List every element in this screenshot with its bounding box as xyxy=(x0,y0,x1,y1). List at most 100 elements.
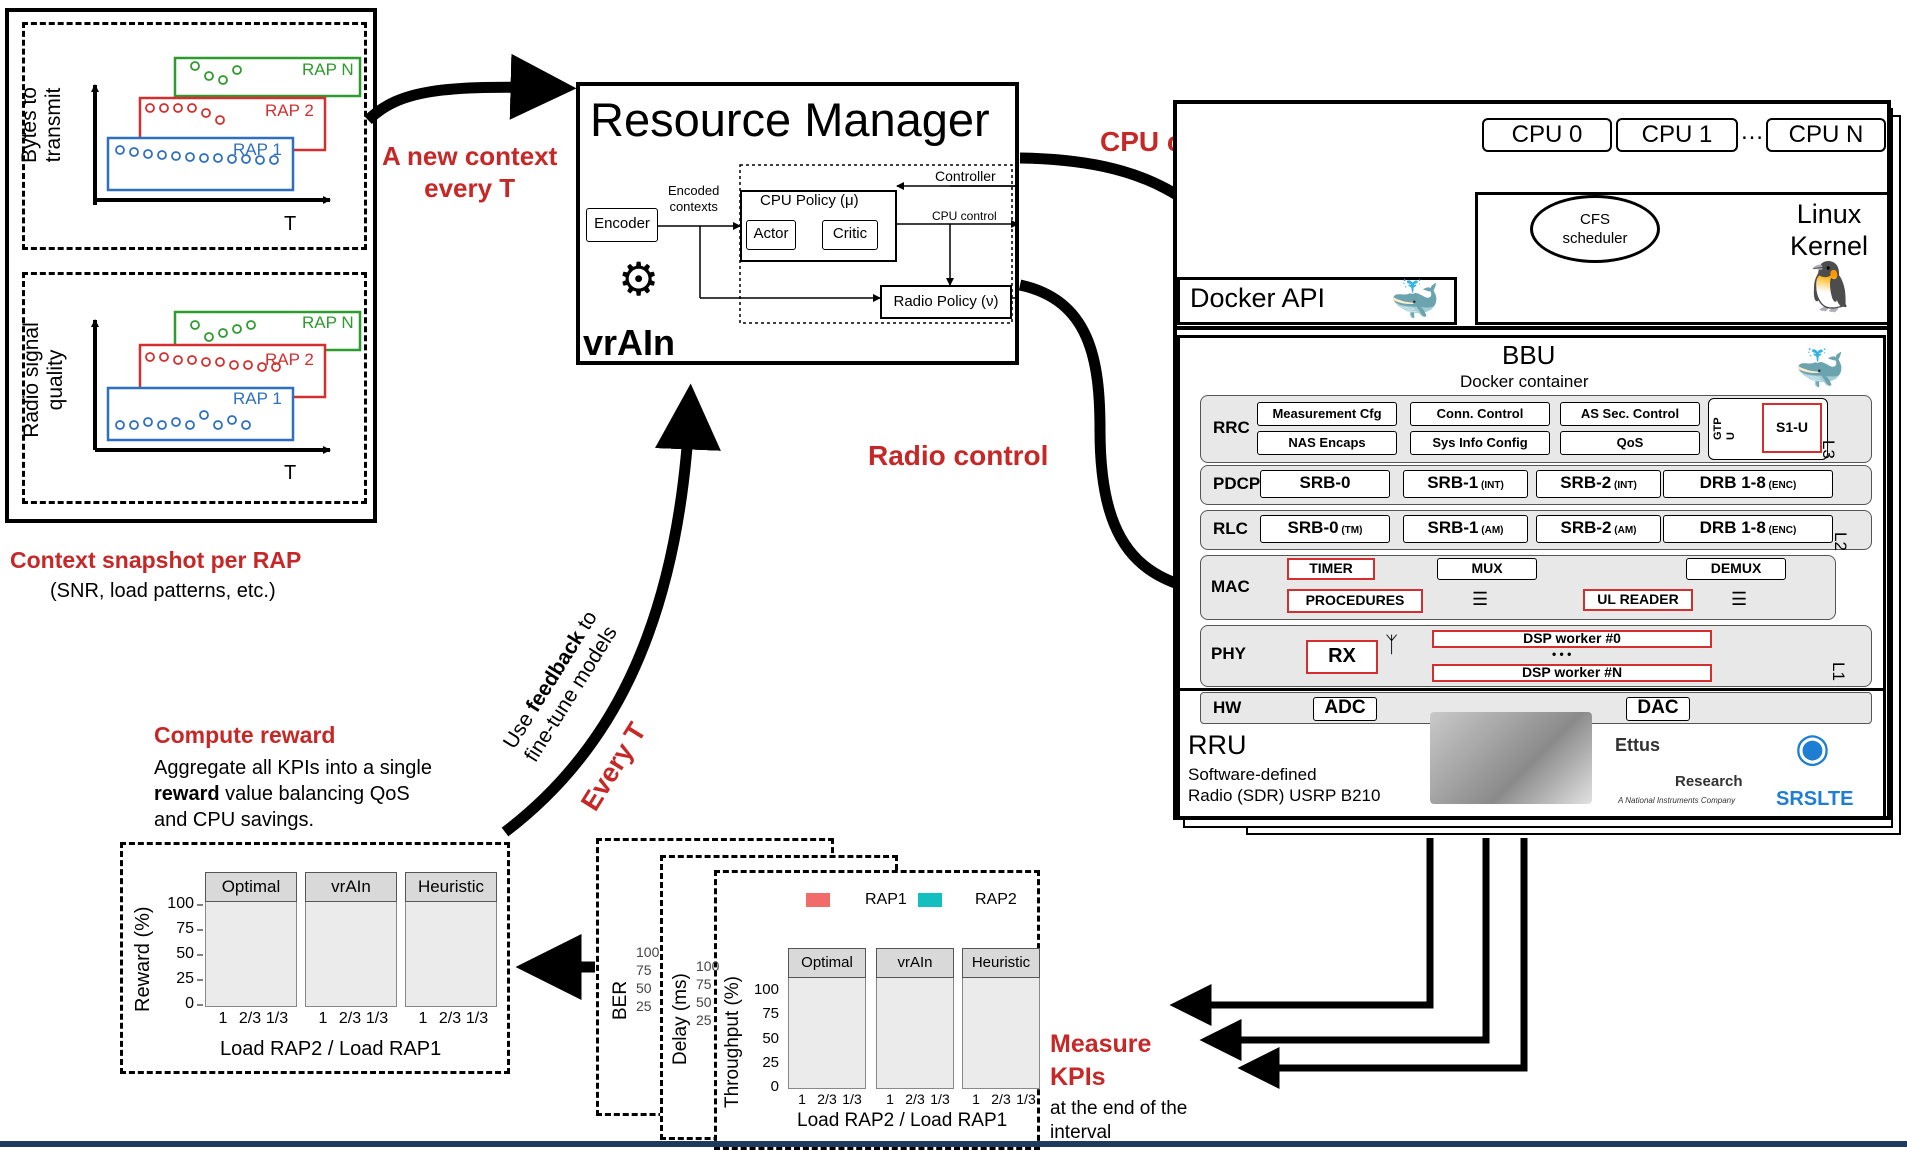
reward-desc: Aggregate all KPIs into a single reward … xyxy=(154,757,432,831)
pdcp-item-name: SRB-1 xyxy=(1427,473,1479,492)
rlc-item-name: DRB 1-8 xyxy=(1699,518,1766,537)
linux-kernel-box xyxy=(1475,192,1890,325)
reward-ylabel: Reward (%) xyxy=(132,906,154,1012)
rlc-item-name: SRB-0 xyxy=(1287,518,1339,537)
ul-reader-box: UL READER xyxy=(1583,589,1693,611)
rrc-sys-info-config: Sys Info Config xyxy=(1410,431,1550,455)
rap-1-label-1: RAP 1 xyxy=(233,140,282,159)
docker-api-label: Docker API xyxy=(1190,283,1326,313)
ber-label: BER xyxy=(610,980,631,1020)
context-dot xyxy=(227,154,237,164)
s1u-box: S1-U xyxy=(1762,403,1822,453)
linux-kernel-label: Linux Kernel xyxy=(1790,199,1869,261)
linux-host-area xyxy=(1173,100,1891,330)
cpu-n-box: CPU N xyxy=(1766,118,1886,152)
context-dot xyxy=(159,103,169,113)
encoder-box: Encoder xyxy=(586,208,658,242)
context-caption-title: Context snapshot per RAP xyxy=(10,547,302,573)
reward-title: Compute reward xyxy=(154,722,336,748)
kpi-panel-body xyxy=(788,978,866,1089)
procedures-box: PROCEDURES xyxy=(1287,589,1423,613)
rlc-item-name: SRB-1 xyxy=(1427,518,1479,537)
bbu-label: BBU xyxy=(1502,340,1556,370)
kpi-ytick: 25 xyxy=(762,1053,779,1071)
kpi-panel-body xyxy=(962,978,1040,1089)
context-dot xyxy=(157,420,167,430)
context-dot xyxy=(241,420,251,430)
radio-control-label: Radio control xyxy=(868,440,1049,471)
rlc-item: DRB 1-8 (ENC) xyxy=(1663,515,1833,543)
context-dot xyxy=(129,420,139,430)
context-dot xyxy=(232,324,242,334)
context-dot xyxy=(190,61,200,71)
demux-box: DEMUX xyxy=(1686,558,1786,580)
reward-ytick: 0 xyxy=(185,995,194,1012)
context-dot xyxy=(129,147,139,157)
rru-label: RRU xyxy=(1188,730,1247,760)
context-dots xyxy=(115,61,281,430)
context-dot xyxy=(185,420,195,430)
rlc-item-sub: (ENC) xyxy=(1765,525,1797,536)
pdcp-item: DRB 1-8 (ENC) xyxy=(1663,470,1833,498)
context-dot xyxy=(229,360,239,370)
reward-xtick: 2/3 xyxy=(338,1010,362,1027)
kpi-xtick: 2/3 xyxy=(991,1091,1011,1107)
context-dot xyxy=(241,154,251,164)
delay-ytick: 100 xyxy=(696,958,720,974)
kpi-panel-body xyxy=(876,978,954,1089)
reward-xtick: 2/3 xyxy=(238,1010,262,1027)
context-dot xyxy=(187,103,197,113)
rlc-item: SRB-0 (TM) xyxy=(1260,515,1390,543)
measure-kpis-title: Measure KPIs xyxy=(1050,1030,1152,1091)
context-panel xyxy=(5,8,377,523)
context-dot xyxy=(199,153,209,163)
l1-label: L1 xyxy=(1829,662,1848,681)
kpi-panel-header: Optimal xyxy=(788,948,866,978)
pdcp-item: SRB-2 (INT) xyxy=(1536,470,1661,498)
context-dot xyxy=(255,155,265,165)
cpu-control-inner-label: CPU control xyxy=(932,209,997,223)
context-dot xyxy=(145,103,155,113)
context-dot xyxy=(213,153,223,163)
rlc-item-sub: (AM) xyxy=(1611,525,1637,536)
radio-ylabel: Radio signal quality xyxy=(20,322,67,438)
dsp-worker-n-box: DSP worker #N xyxy=(1432,664,1712,682)
ber-ytick: 50 xyxy=(636,980,652,996)
rap-1-label-2: RAP 1 xyxy=(233,389,282,408)
reward-panel-body xyxy=(305,902,397,1007)
context-dot xyxy=(143,417,153,427)
context-dot xyxy=(145,352,155,362)
kpi-ytick: 100 xyxy=(753,981,779,998)
legend-rap1-swatch xyxy=(806,893,830,907)
context-dot xyxy=(199,410,209,420)
t-label-2: T xyxy=(284,462,297,484)
reward-panel xyxy=(120,842,510,1074)
mux-queue-icon: ☰ xyxy=(1472,589,1489,609)
tux-icon: 🐧 xyxy=(1800,261,1860,314)
rrc-label: RRC xyxy=(1213,418,1250,437)
ber-ytick: 75 xyxy=(636,962,652,978)
rm-title: Resource Manager xyxy=(590,93,990,146)
demux-queue-icon: ☰ xyxy=(1731,589,1748,609)
reward-xtick: 1/3 xyxy=(265,1010,289,1027)
delay-ytick: 75 xyxy=(696,976,712,992)
kpi-xlabel: Load RAP2 / Load RAP1 xyxy=(797,1110,1008,1131)
context-dot xyxy=(115,145,125,155)
actor-box: Actor xyxy=(746,220,796,250)
pdcp-item-name: DRB 1-8 xyxy=(1699,473,1766,492)
hw-label: HW xyxy=(1213,698,1242,717)
kpi-xtick: 1/3 xyxy=(1016,1091,1036,1107)
arrow-measure-2 xyxy=(1199,838,1490,1061)
kpi-ytick: 50 xyxy=(762,1029,779,1047)
context-dot xyxy=(269,155,279,165)
pdcp-item-name: SRB-2 xyxy=(1560,473,1612,492)
cpu-0-box: CPU 0 xyxy=(1482,118,1612,152)
bbu-sub-label: Docker container xyxy=(1460,372,1589,391)
reward-xtick: 1/3 xyxy=(365,1010,389,1027)
arrow-feedback xyxy=(501,383,721,837)
measure-kpis-sub: at the end of the interval xyxy=(1050,1098,1188,1143)
arrow-measure-1 xyxy=(1169,838,1434,1026)
docker-whale-icon-2: 🐳 xyxy=(1795,347,1845,391)
rrc-qos: QoS xyxy=(1560,431,1700,455)
context-dot xyxy=(187,355,197,365)
